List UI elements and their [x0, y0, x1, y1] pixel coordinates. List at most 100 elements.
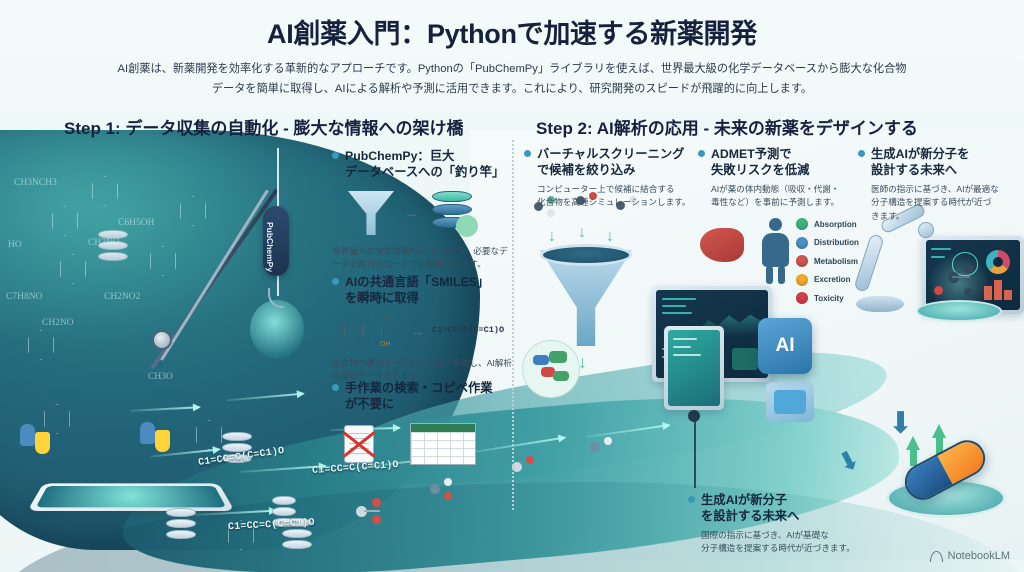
bullet-dot-icon — [858, 150, 865, 157]
bullet-body-line-2: 化合物を高速シミュレーションします。 — [537, 196, 694, 209]
robot-arm-joint — [918, 222, 934, 238]
arrow-right-icon: → — [410, 323, 425, 340]
atom-label-oh: OH — [380, 341, 391, 348]
down-arrow-large-icon: ⬇ — [832, 443, 866, 481]
cross-out-icon — [339, 422, 379, 466]
bullet-title-line-2: が不要に — [345, 396, 493, 412]
bullet-body-line-3: きます。 — [871, 210, 1018, 223]
flow-arrow — [226, 393, 304, 402]
bullet-admet: ADMET予測で 失敗リスクを低減 AIが薬の体内動態（吸収・代謝・ 毒性など）… — [698, 146, 858, 210]
bullet-dot-icon — [698, 150, 705, 157]
benzene-ring-icon — [92, 176, 118, 206]
bullet-body-line-2: 分子構造を提案する時代が近づ — [871, 196, 1018, 209]
admet-item: Absorption — [796, 218, 859, 230]
callout-connector-line — [694, 416, 696, 488]
bullet-title-line-2: を瞬時に取得 — [345, 290, 489, 306]
spreadsheet-icon — [410, 423, 476, 465]
admet-legend: Absorption Distribution Metabolism Excre… — [796, 218, 859, 311]
protein-structure-icon — [522, 340, 580, 398]
down-arrow-icon: ↓ — [606, 228, 614, 246]
page-subtitle-line-2: データを簡単に取得し、AIによる解析や予測に活用できます。これにより、研究開発の… — [72, 80, 952, 100]
chem-formula-ghost: CH2NO2 — [104, 292, 140, 302]
bullet-body-line-1: 国際の指示に基づき、AIが基礎な — [701, 529, 878, 542]
callout-anchor-dot — [688, 410, 700, 422]
flow-arrow — [586, 424, 670, 438]
liver-icon — [700, 228, 744, 262]
admet-label: Absorption — [814, 220, 857, 229]
header: AI創薬入門：Pythonで加速する新薬開発 AI創薬は、新薬開発を効率化する革… — [0, 0, 1024, 112]
smiles-string: C1=CC=C(C=C1)O — [432, 325, 504, 335]
bullet-dot-icon — [524, 150, 531, 157]
down-arrow-icon: ↓ — [548, 228, 556, 246]
scientist-head — [76, 300, 110, 336]
bullet-title-line-1: ADMET予測で — [711, 146, 809, 162]
bullet-body-line-2: 分子構造を提案する時代が近づきます。 — [701, 542, 878, 555]
bullet-virtual-screening: バーチャルスクリーニング で候補を絞り込み コンピューター上で候補に結合する 化… — [524, 146, 694, 210]
admet-label: Excretion — [814, 275, 850, 284]
admet-dot-icon — [796, 237, 808, 249]
benzene-ring-icon — [60, 254, 86, 284]
growth-arrow-icon — [932, 424, 946, 438]
bullet-smiles: AIの共通言語「SMILES」 を瞬時に取得 O OH → C1=CC=C(C=… — [332, 274, 518, 384]
bullet-title-line-2: 設計する未来へ — [871, 162, 969, 178]
fishing-reel — [152, 330, 172, 350]
admet-dot-icon — [796, 218, 808, 230]
tablet-device — [27, 483, 235, 511]
column-divider — [512, 140, 514, 510]
page-title: AI創薬入門：Pythonで加速する新薬開発 — [0, 0, 1024, 51]
benzene-ring-icon — [150, 246, 176, 276]
bullet-title-line-1: バーチャルスクリーニング — [537, 146, 684, 162]
down-arrow-icon: ↓ — [578, 224, 586, 242]
chem-formula-ghost: CH3O — [148, 372, 173, 382]
bullet-title-line-2: 失敗リスクを低減 — [711, 162, 809, 178]
bullet-title-line-1: 生成AIが新分子 — [701, 492, 799, 508]
step-2-heading: Step 2: AI解析の応用 - 未来の新薬をデザインする — [536, 114, 918, 139]
flow-arrow — [130, 406, 200, 412]
bullet-dot-icon — [332, 384, 339, 391]
benzene-ring-icon — [180, 196, 206, 226]
database-icon — [432, 191, 472, 235]
admet-dot-icon — [796, 292, 808, 304]
chem-formula-ghost: C7H8NO — [6, 292, 42, 302]
bullet-generative-ai-bottom: 生成AIが新分子 を設計する未来へ 国際の指示に基づき、AIが基礎な 分子構造を… — [688, 492, 878, 556]
robot-arm-base — [856, 296, 904, 312]
bullet-title-line-1: 手作業の検索・コピペ作業 — [345, 380, 493, 396]
benzene-ring-icon — [52, 206, 78, 236]
admet-label: Metabolism — [814, 257, 858, 266]
benzene-ring-icon — [28, 330, 54, 360]
bullet-body-line-1: 医師の指示に基づき、AIが最適な — [871, 183, 1018, 196]
bullet-pubchempy: PubChemPy：巨大 データベースへの「釣り竿」 → 世界最大の化学情報Pu… — [332, 148, 508, 272]
admet-item: Toxicity — [796, 292, 859, 304]
bullet-body-line-1: AIが薬の体内動態（吸収・代謝・ — [711, 183, 858, 196]
bullet-generative-ai: 生成AIが新分子を 設計する未来へ 医師の指示に基づき、AIが最適な 分子構造を… — [858, 146, 1018, 223]
chem-formula-ghost: CH2NO — [42, 318, 74, 328]
bullet-title-line-2: で候補を絞り込み — [537, 162, 684, 178]
chem-formula-ghost: HO — [8, 240, 22, 250]
admet-item: Distribution — [796, 237, 859, 249]
bullet-title-line-1: 生成AIが新分子を — [871, 146, 969, 162]
admet-item: Metabolism — [796, 255, 859, 267]
cpu-chip-icon — [766, 382, 814, 422]
bullet-title-line-2: データベースへの「釣り竿」 — [345, 164, 504, 180]
bullet-dot-icon — [332, 152, 339, 159]
molecule-2d-structure: O OH — [344, 313, 404, 347]
secondary-monitor — [664, 326, 724, 410]
caught-molecule-glow — [250, 300, 304, 358]
pubchempy-lure: PubChemPy — [263, 206, 289, 276]
admet-dot-icon — [796, 255, 808, 267]
bullet-title-line-2: を設計する未来へ — [701, 508, 799, 524]
bullet-title-line-1: PubChemPy：巨大 — [345, 148, 504, 164]
down-arrow-large-icon: ⬇ — [888, 406, 913, 441]
step-1-heading: Step 1: データ収集の自動化 - 膨大な情報への架け橋 — [64, 114, 464, 139]
arrow-right-icon: → — [404, 205, 419, 222]
python-logo-icon — [20, 424, 50, 454]
screening-funnel-rim — [540, 244, 632, 266]
chem-formula-ghost: CH3NCH3 — [14, 178, 57, 188]
page-subtitle-line-1: AI創薬は、新薬開発を効率化する革新的なアプローチです。Pythonの「PubC… — [72, 60, 952, 80]
leaf-badge-icon — [456, 215, 478, 237]
notebooklm-icon — [930, 551, 943, 562]
database-icon — [98, 230, 128, 264]
bullet-no-manual-work: 手作業の検索・コピペ作業 が不要に → — [332, 380, 518, 471]
atom-label-o: O — [384, 315, 389, 322]
